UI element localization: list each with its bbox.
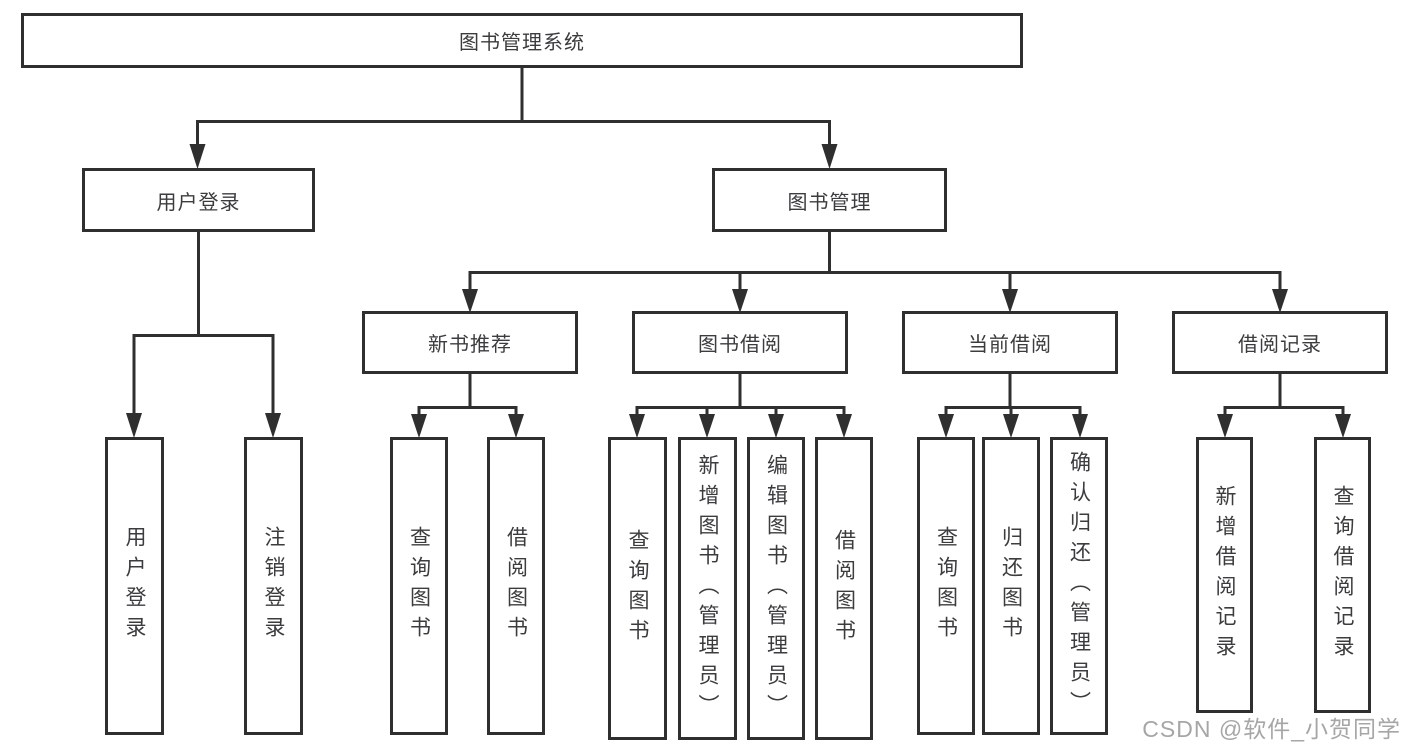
leaf-return-books: 归还图书 xyxy=(982,437,1040,735)
leaf-query-books-3: 查询图书 xyxy=(917,437,975,735)
leaf-query-books-2: 查询图书 xyxy=(608,437,667,740)
node-book-management: 图书管理 xyxy=(712,168,947,232)
leaf-edit-books-admin: 编辑图书（管理员） xyxy=(747,437,805,740)
leaf-logout: 注销登录 xyxy=(244,437,303,735)
node-root-system: 图书管理系统 xyxy=(21,13,1023,68)
arrowheads xyxy=(126,144,1351,438)
leaf-add-borrow-record: 新增借阅记录 xyxy=(1196,437,1253,713)
leaf-query-borrow-record: 查询借阅记录 xyxy=(1314,437,1371,713)
leaf-user-login: 用户登录 xyxy=(105,437,164,735)
connector-userlogin-to-leaves xyxy=(132,232,275,416)
leaf-add-books-admin: 新增图书（管理员） xyxy=(678,437,737,740)
node-current-borrow: 当前借阅 xyxy=(902,311,1118,374)
node-user-login: 用户登录 xyxy=(82,168,315,232)
node-book-borrow: 图书借阅 xyxy=(632,311,848,374)
connector-newbookrec-to-leaves xyxy=(417,374,518,417)
connector-currentborrow-to-leaves xyxy=(944,374,1082,417)
connector-borrowrecords-to-leaves xyxy=(1223,374,1345,417)
leaf-borrow-books-1: 借阅图书 xyxy=(487,437,545,735)
leaf-confirm-return-admin: 确认归还（管理员） xyxy=(1050,437,1108,735)
connector-bookmgmt-to-level3 xyxy=(468,232,1282,292)
leaf-query-books-1: 查询图书 xyxy=(390,437,448,735)
node-borrow-records: 借阅记录 xyxy=(1172,311,1388,374)
leaf-borrow-books-2: 借阅图书 xyxy=(815,437,873,740)
connector-root-to-level2 xyxy=(196,68,831,147)
csdn-watermark: CSDN @软件_小贺同学 xyxy=(1142,716,1401,742)
connector-bookborrow-to-leaves xyxy=(635,374,846,417)
node-new-book-recommend: 新书推荐 xyxy=(362,311,578,374)
